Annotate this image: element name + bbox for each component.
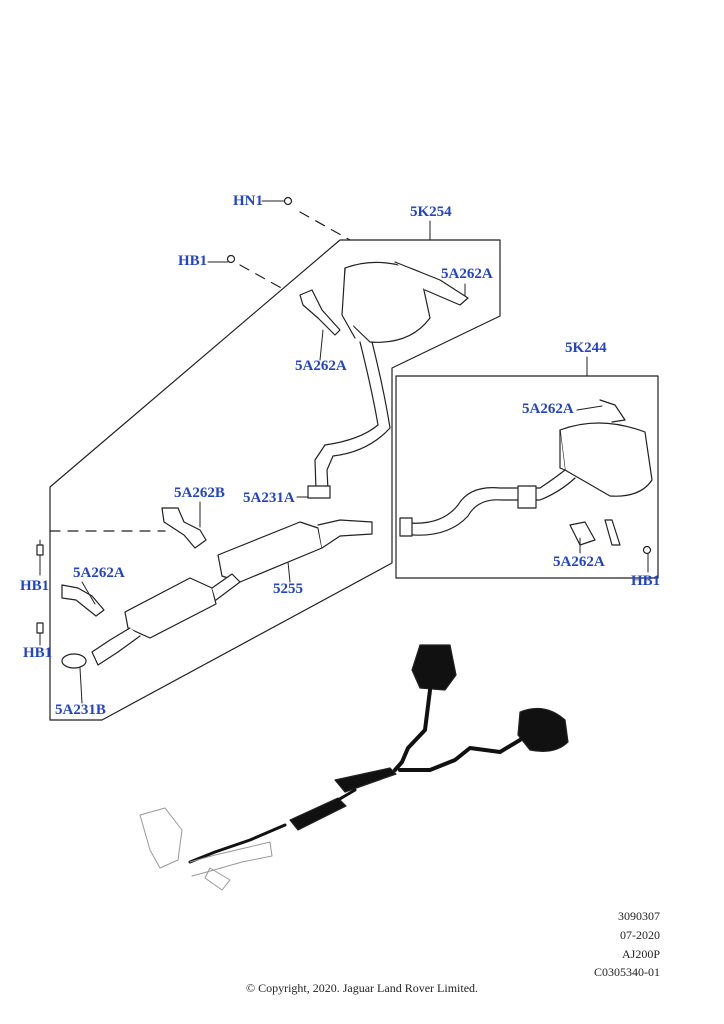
- clamp-right: [399, 517, 413, 537]
- label-rear-silencer-right: 5K244: [565, 340, 607, 356]
- label-mount-left: 5A262A: [73, 565, 125, 581]
- diagram-date: 07-2020: [620, 928, 660, 942]
- label-hb1-left-top: HB1: [20, 578, 50, 594]
- copyright-notice: © Copyright, 2020. Jaguar Land Rover Lim…: [245, 981, 479, 995]
- label-hb1-left-bottom: HB1: [23, 645, 53, 661]
- pipe-left-down: [314, 341, 391, 491]
- guide-lines: [49, 211, 351, 532]
- group-outline-left: [49, 239, 501, 721]
- rear-silencer-right: [559, 399, 653, 497]
- diagram-ref: 3090307: [618, 909, 660, 923]
- assembled-exhaust-view: [139, 644, 569, 891]
- clamp-front: [61, 653, 87, 669]
- rear-silencer-left: [299, 261, 469, 343]
- label-clamp-mid: 5A231A: [243, 490, 295, 506]
- group-outline-right: [395, 375, 659, 579]
- hanger-right-a: [517, 485, 537, 509]
- hanger-right-b: [569, 519, 621, 546]
- label-mount-right-top: 5A262A: [522, 401, 574, 417]
- centre-silencer: [217, 519, 373, 583]
- fasteners: [36, 196, 652, 634]
- bolt-icon-hb1-left-bottom: [36, 622, 44, 634]
- label-mount-upper-right: 5A262A: [441, 266, 493, 282]
- label-mount-right-bottom: 5A262A: [553, 554, 605, 570]
- bolt-icon-hn1: [283, 196, 293, 206]
- label-clamp-front: 5A231B: [55, 702, 106, 718]
- diagram-model: AJ200P: [621, 947, 660, 961]
- label-rear-silencer-left: 5K254: [410, 204, 452, 220]
- label-hn1: HN1: [233, 193, 263, 209]
- label-hb1-top: HB1: [178, 253, 208, 269]
- label-mount-upper-left: 5A262A: [295, 358, 347, 374]
- hanger-left: [61, 584, 105, 617]
- bolt-icon-hb1-right: [642, 545, 652, 555]
- label-centre-silencer: 5255: [273, 581, 303, 597]
- clamp-mid: [307, 485, 331, 499]
- label-hb1-right: HB1: [631, 573, 661, 589]
- diagram-code: C0305340-01: [594, 965, 660, 979]
- front-silencer: [91, 573, 241, 666]
- bolt-icon-hb1-left-top: [36, 544, 44, 556]
- bolt-icon-hb1-top: [226, 254, 236, 264]
- label-mount-mid: 5A262B: [174, 485, 225, 501]
- pipe-right-connector: [399, 469, 576, 536]
- hanger-mid: [161, 507, 207, 549]
